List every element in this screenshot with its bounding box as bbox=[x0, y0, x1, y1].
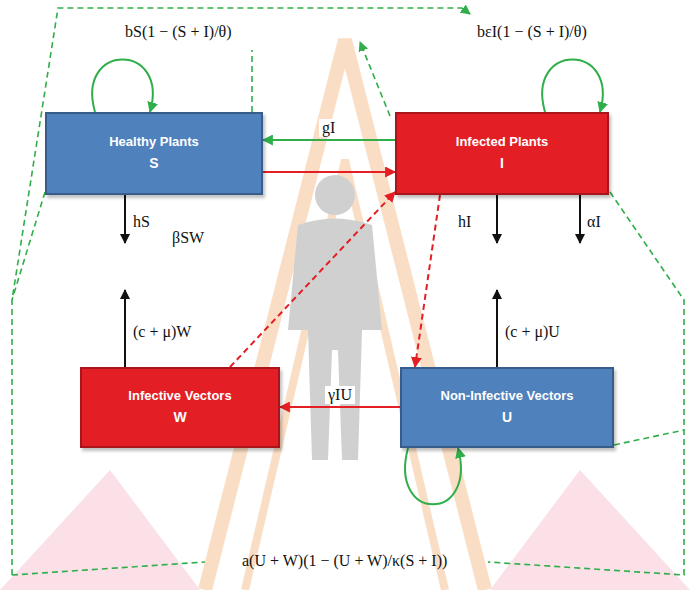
compartment-name: Non-Infective Vectors bbox=[441, 388, 574, 405]
compartment-box: Infected PlantsI bbox=[395, 112, 609, 195]
flow-label: gI bbox=[319, 119, 338, 137]
watermark-shape bbox=[0, 470, 200, 590]
compartment-box: Non-Infective VectorsU bbox=[400, 367, 614, 448]
rate-label: bS(1 − (S + I)/θ) bbox=[125, 22, 232, 41]
watermark-shape bbox=[490, 470, 690, 590]
dependence-line bbox=[12, 192, 45, 300]
flow-arrow bbox=[263, 171, 395, 173]
compartment-symbol: W bbox=[173, 408, 186, 426]
compartment-symbol: U bbox=[502, 408, 512, 426]
compartment-symbol: I bbox=[500, 154, 504, 172]
flow-arrow bbox=[230, 192, 395, 367]
flow-arrow bbox=[92, 60, 153, 113]
rate-label: (c + μ)U bbox=[505, 322, 560, 341]
compartment-box: Infective VectorsW bbox=[80, 367, 280, 448]
flow-arrow bbox=[415, 195, 440, 367]
dependence-line bbox=[614, 430, 684, 445]
dependence-line bbox=[251, 50, 253, 112]
loss-arrow bbox=[579, 195, 581, 243]
watermark bbox=[0, 40, 690, 590]
flow-arrow bbox=[263, 139, 395, 141]
flow-arrow bbox=[405, 448, 461, 504]
watermark-head bbox=[315, 175, 355, 215]
flow-arrow bbox=[542, 60, 603, 113]
rate-label: (c + μ)W bbox=[133, 322, 191, 341]
loss-arrow bbox=[124, 290, 126, 367]
loss-arrow bbox=[124, 195, 126, 243]
flow-arrow bbox=[280, 406, 400, 408]
rate-label: hI bbox=[458, 212, 471, 231]
compartment-name: Infected Plants bbox=[456, 134, 548, 151]
rate-label: βSW bbox=[172, 228, 204, 247]
compartment-name: Healthy Plants bbox=[109, 134, 199, 151]
loss-arrow bbox=[496, 290, 498, 367]
compartment-name: Infective Vectors bbox=[128, 388, 231, 405]
dependence-line bbox=[360, 42, 390, 116]
flow-label: γIU bbox=[325, 386, 355, 404]
rate-label: bεI(1 − (S + I)/θ) bbox=[477, 22, 587, 41]
compartment-box: Healthy PlantsS bbox=[45, 112, 263, 195]
rate-label: a(U + W)(1 − (U + W)/κ(S + I)) bbox=[242, 551, 447, 570]
rate-label: αI bbox=[587, 212, 601, 231]
dependence-line bbox=[12, 8, 470, 575]
rate-label: hS bbox=[133, 212, 150, 231]
dependence-line bbox=[12, 562, 205, 575]
loss-arrow bbox=[496, 195, 498, 243]
compartment-symbol: S bbox=[149, 154, 158, 172]
